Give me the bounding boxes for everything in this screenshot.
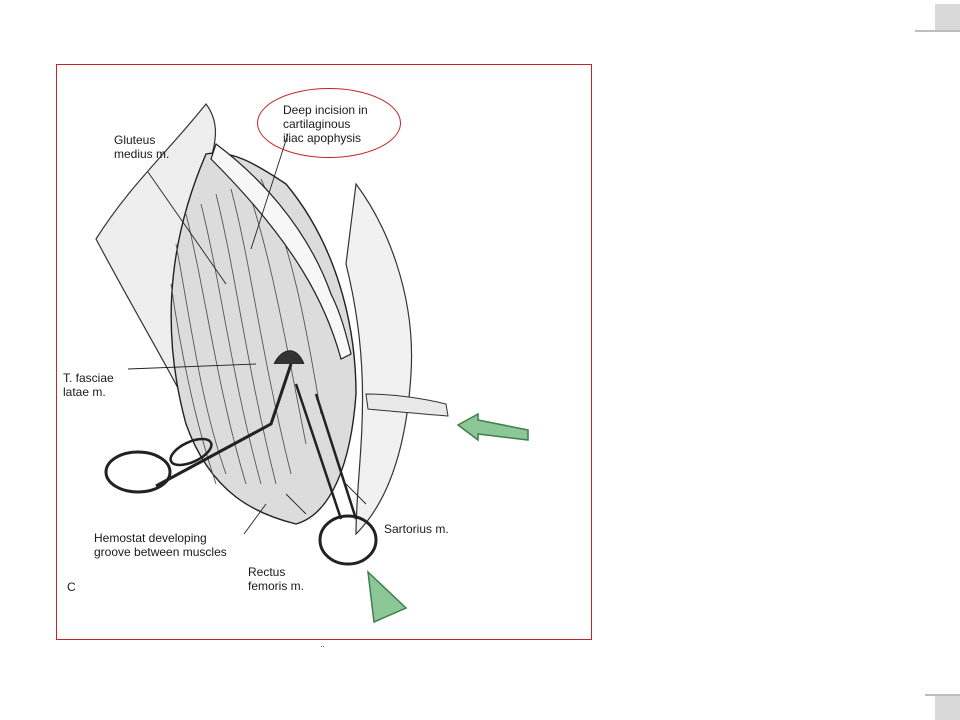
callout-label: Deep incision in cartilaginous iliac apo… [283, 103, 368, 145]
tfl-label: T. fasciae latae m. [63, 371, 114, 399]
hemostat-label: Hemostat developing groove between muscl… [94, 531, 227, 559]
caption-mark: ¨ [321, 645, 325, 656]
sartorius-label: Sartorius m. [384, 522, 449, 536]
rectus-label: Rectus femoris m. [248, 565, 305, 593]
top-right-line [915, 30, 960, 32]
surgical-illustration [95, 103, 449, 566]
top-right-tab [935, 4, 960, 32]
triangle-up-icon [367, 570, 408, 624]
gluteus-label: Gluteus medius m. [114, 133, 170, 161]
bottom-right-tab [935, 694, 960, 720]
panel-letter: C [67, 580, 76, 594]
bottom-right-line [925, 694, 960, 696]
callout-ellipse [257, 88, 401, 158]
arrow-left-icon [456, 412, 529, 442]
